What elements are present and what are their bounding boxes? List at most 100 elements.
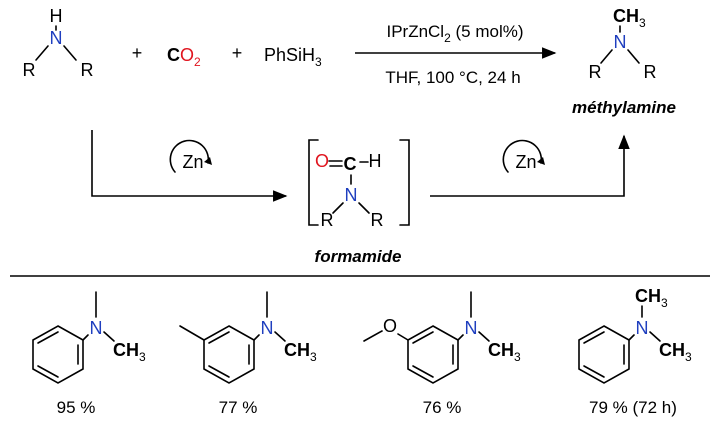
path-arrow-left xyxy=(91,130,288,202)
example-1-structure: N CH3 xyxy=(32,291,146,384)
ex1-n-atom: N xyxy=(90,318,103,338)
product-name-label: méthylamine xyxy=(572,98,676,117)
amine-r-left: R xyxy=(23,60,36,80)
svg-text:CO2: CO2 xyxy=(167,45,201,69)
amine-r-right: R xyxy=(81,60,94,80)
zn-cycle-left: Zn xyxy=(169,139,212,173)
co2-o-atom: O xyxy=(180,45,194,65)
ex4-ch3-top: CH3 xyxy=(635,286,668,310)
ex4-double-bond-b xyxy=(583,365,605,378)
plus-sign-2: + xyxy=(232,43,243,63)
ex3-double-bond-c xyxy=(412,331,434,344)
methylamine-product: CH3 N R R xyxy=(589,6,657,82)
amine-h-atom: H xyxy=(50,6,63,26)
ex4-n-atom: N xyxy=(636,318,649,338)
catalyst-label: IPrZnCl2 (5 mol%) xyxy=(386,22,523,45)
ex2-n-ch3-bond xyxy=(274,331,286,342)
ex1-ch: CH xyxy=(113,340,139,360)
ex2-ring-n-bond xyxy=(253,334,260,341)
ex4-ch-subscript: 3 xyxy=(685,350,692,364)
ex2-double-bond-c xyxy=(208,331,230,344)
ex2-ch3: CH3 xyxy=(284,340,317,364)
product-n-r-left-bond xyxy=(600,49,613,64)
ex3-o-methyl-bond xyxy=(363,330,383,342)
plus-sign-1: + xyxy=(132,43,143,63)
ex4-ch: CH xyxy=(659,340,685,360)
ex3-benzene-ring xyxy=(407,325,459,384)
intermediate-name-label: formamide xyxy=(315,247,402,266)
product-n-r-right-bond xyxy=(627,49,640,64)
silane-reactant: PhSiH3 xyxy=(264,45,322,69)
example-1-yield: 95 % xyxy=(57,398,96,417)
formamide-r-right: R xyxy=(371,210,384,230)
catalyst-loading: (5 mol%) xyxy=(451,22,524,41)
ex4-ch3: CH3 xyxy=(659,340,692,364)
conditions-label: THF, 100 °C, 24 h xyxy=(385,68,520,87)
ex2-aryl-methyl-bond xyxy=(179,325,205,341)
n-r-left-bond xyxy=(35,45,49,61)
catalyst-main: IPrZnCl xyxy=(386,22,444,41)
formamide-intermediate: O C H N R R xyxy=(308,139,410,230)
formamide-h-atom: H xyxy=(369,151,382,171)
ex2-ch-subscript: 3 xyxy=(310,350,317,364)
formamide-n-atom: N xyxy=(345,185,358,205)
ex1-double-bond-b xyxy=(37,365,59,378)
formamide-o-atom: O xyxy=(315,151,329,171)
ex3-ch3: CH3 xyxy=(488,340,521,364)
cycle-arc-right xyxy=(502,139,543,173)
example-3-yield: 76 % xyxy=(423,398,462,417)
product-methyl: CH3 xyxy=(613,6,646,30)
ex4-ch-top-subscript: 3 xyxy=(661,296,668,310)
zn-cycle-right: Zn xyxy=(502,139,545,173)
ex1-ch3: CH3 xyxy=(113,340,146,364)
ex1-benzene-ring xyxy=(32,325,84,384)
ex1-ch-subscript: 3 xyxy=(139,350,146,364)
ex4-benzene-ring xyxy=(578,325,630,384)
bracket-left xyxy=(308,139,319,226)
ex3-o-atom: O xyxy=(383,316,397,336)
cycle-arc-left xyxy=(169,139,210,173)
catalyst-subscript: 2 xyxy=(444,31,451,45)
amine-reactant: H N R R xyxy=(23,6,94,80)
cycle-arrowhead-left xyxy=(204,157,212,165)
ex2-benzene-ring xyxy=(203,325,255,384)
ex3-ring-o-bond xyxy=(397,333,409,341)
ex4-ch-top: CH xyxy=(635,286,661,306)
product-r-right: R xyxy=(644,62,657,82)
example-4-structure: N CH3 CH3 xyxy=(578,286,692,384)
product-r-left: R xyxy=(589,62,602,82)
ex4-ring-n-bond xyxy=(628,334,635,341)
example-2-structure: N CH3 xyxy=(179,291,317,384)
ex4-n-ch3-bond xyxy=(649,331,661,342)
formamide-c-atom: C xyxy=(344,154,357,174)
co2-c-atom: C xyxy=(167,45,180,65)
zn-label-left: Zn xyxy=(182,152,203,172)
ex1-ring-n-bond xyxy=(82,334,89,341)
ex3-ring-n-bond xyxy=(457,334,464,341)
ex2-n-atom: N xyxy=(261,318,274,338)
ex1-double-bond-c xyxy=(37,331,59,344)
product-ch: CH xyxy=(613,6,639,26)
ex3-ch: CH xyxy=(488,340,514,360)
co2-subscript: 2 xyxy=(194,55,201,69)
cycle-arrowhead-right xyxy=(537,157,545,165)
silane-subscript: 3 xyxy=(315,55,322,69)
co2-reactant: CO2 xyxy=(167,45,201,69)
example-3-structure: O N CH3 xyxy=(363,291,521,384)
formamide-n-r-right xyxy=(358,202,370,214)
formamide-r-left: R xyxy=(321,210,334,230)
ex2-double-bond-b xyxy=(208,365,230,378)
ex3-n-atom: N xyxy=(465,318,478,338)
product-ch-subscript: 3 xyxy=(639,16,646,30)
amine-n-atom: N xyxy=(50,28,63,48)
example-2-yield: 77 % xyxy=(219,398,258,417)
ex3-double-bond-b xyxy=(412,365,434,378)
silane-main: PhSiH xyxy=(264,45,315,65)
ex1-n-ch3-bond xyxy=(103,331,115,342)
ex4-double-bond-c xyxy=(583,331,605,344)
zn-label-right: Zn xyxy=(515,152,536,172)
bracket-right xyxy=(399,139,410,226)
ex2-ch: CH xyxy=(284,340,310,360)
path-arrow-right xyxy=(430,134,630,197)
